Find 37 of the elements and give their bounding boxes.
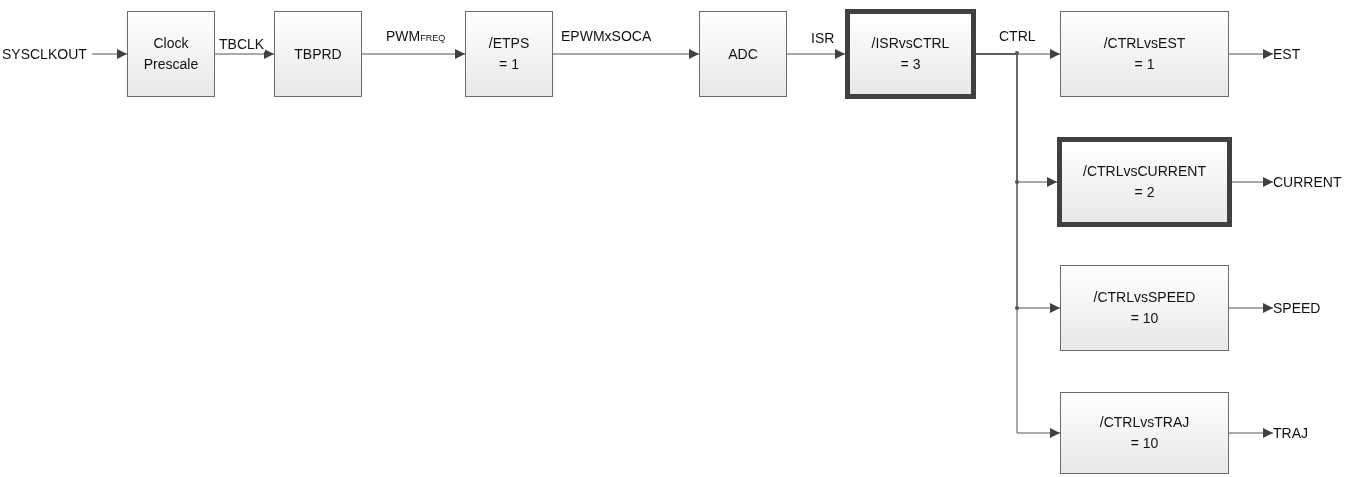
box-label: /CTRLvsEST = 1 (1102, 34, 1187, 74)
box-label: TBPRD (293, 44, 343, 64)
arrow (1231, 177, 1274, 187)
box-label: Clock Prescale (142, 34, 200, 74)
process-box (1060, 392, 1229, 474)
signal-label: TRAJ (1273, 423, 1333, 443)
process-box (127, 11, 215, 97)
box-label: /ISRvsCTRL = 3 (870, 34, 951, 74)
arrow (1228, 428, 1274, 438)
arrow (552, 49, 700, 59)
arrow (1228, 49, 1274, 59)
edge-label: TBCLK (218, 36, 266, 52)
process-box (465, 11, 553, 97)
process-box (1060, 11, 1229, 97)
box-label: ADC (727, 44, 759, 64)
signal-label: SYSCLKOUT (2, 44, 90, 64)
signal-label: SPEED (1273, 298, 1333, 318)
arrow (361, 49, 466, 59)
arrow (786, 49, 846, 59)
process-box (699, 11, 787, 97)
process-box (1057, 137, 1232, 227)
arrow (214, 49, 275, 59)
signal-label: EST (1273, 44, 1313, 64)
arrow (975, 53, 1061, 438)
process-box (274, 11, 362, 97)
arrow (1228, 303, 1274, 313)
box-label: /ETPS = 1 (487, 34, 531, 74)
arrow (91, 49, 128, 59)
edge-label: ISR (810, 30, 836, 46)
process-box (1060, 265, 1229, 351)
edge-label: CTRL (998, 28, 1037, 44)
box-label: /CTRLvsCURRENT = 2 (1082, 162, 1207, 202)
signal-label: CURRENT (1273, 172, 1353, 192)
box-label: /CTRLvsTRAJ = 10 (1098, 413, 1191, 453)
process-box (845, 9, 976, 99)
edge-label: EPWMxSOCA (560, 28, 653, 44)
box-label: /CTRLvsSPEED = 10 (1092, 288, 1197, 328)
